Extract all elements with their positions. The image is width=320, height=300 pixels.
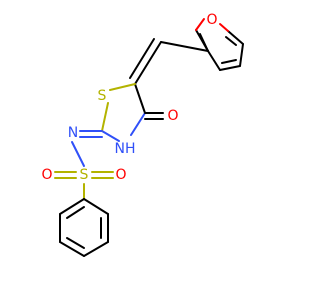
furan-oxygen-label: O xyxy=(206,12,217,28)
bond xyxy=(101,102,109,132)
molecule-structure-diagram: O S O NH N S O O xyxy=(41,12,244,257)
sulfonimide-linkage xyxy=(71,130,103,167)
bond xyxy=(221,59,237,64)
methylidene-linker xyxy=(129,38,209,85)
carbonyl-oxygen-label: O xyxy=(167,108,178,124)
thiazole-sulfur-label: S xyxy=(98,88,107,104)
bond xyxy=(134,41,162,85)
bond xyxy=(134,83,146,114)
sulfonyl-group xyxy=(54,171,114,200)
bond xyxy=(66,237,85,249)
sulfonyl-sulfur-label: S xyxy=(80,167,89,183)
nh-label: NH xyxy=(115,141,136,157)
bond xyxy=(219,23,229,32)
bond xyxy=(195,18,205,31)
bond xyxy=(227,30,244,45)
sulfonyl-oxygen-right-label: O xyxy=(115,167,126,183)
benzene-ring xyxy=(59,198,109,257)
bond xyxy=(59,241,85,257)
bond xyxy=(219,65,241,71)
bond xyxy=(66,206,85,219)
bond xyxy=(130,112,146,136)
bond xyxy=(71,141,85,167)
bond xyxy=(225,36,237,46)
bond xyxy=(207,50,221,71)
bond xyxy=(109,83,136,91)
bond xyxy=(199,33,209,52)
bond xyxy=(59,198,85,215)
bond xyxy=(160,41,209,52)
thiazolidinone-ring xyxy=(101,83,164,142)
bond xyxy=(239,43,244,67)
bond xyxy=(101,130,120,142)
imine-nitrogen-label: N xyxy=(68,125,78,141)
bond xyxy=(129,38,155,79)
bond xyxy=(83,198,109,215)
furan-ring xyxy=(195,18,244,71)
sulfonyl-oxygen-left-label: O xyxy=(41,167,52,183)
bond xyxy=(83,241,109,257)
